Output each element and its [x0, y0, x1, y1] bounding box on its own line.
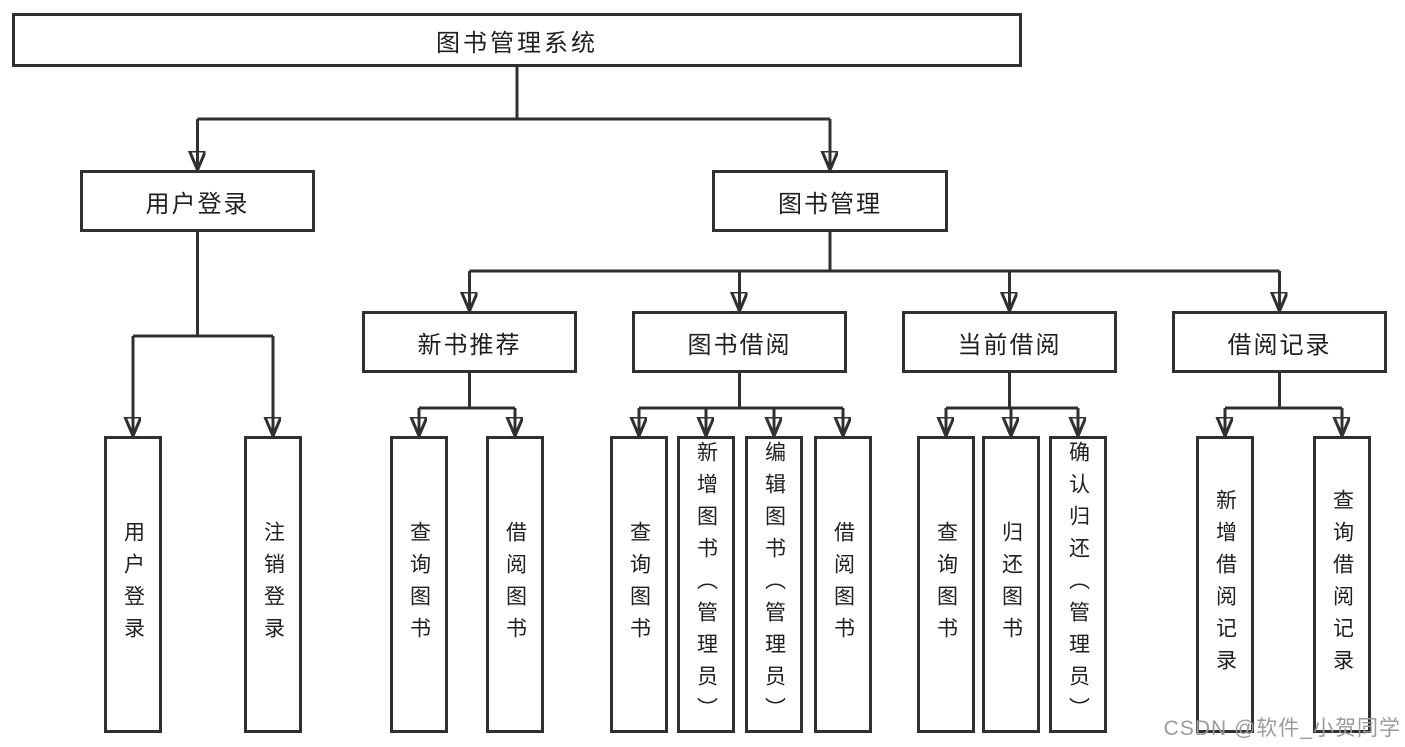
- leaf-logout: 注销登录: [244, 436, 302, 733]
- leaf-add-borrow-record: 新增借阅记录: [1196, 436, 1254, 733]
- connector-borrowing-records-children: [1225, 373, 1342, 436]
- csdn-watermark: CSDN @软件_小贺同学: [1163, 717, 1401, 740]
- node-book-management: 图书管理: [712, 170, 948, 232]
- connector-new-book-recommend-children: [419, 373, 515, 436]
- node-borrowing-records: 借阅记录: [1172, 311, 1387, 373]
- leaf-add-book-admin: 新增图书（管理员）: [677, 436, 735, 733]
- node-current-borrowing: 当前借阅: [902, 311, 1117, 373]
- leaf-edit-book-admin: 编辑图书（管理员）: [745, 436, 803, 733]
- node-user-login: 用户登录: [80, 170, 315, 232]
- leaf-query-borrow-record: 查询借阅记录: [1313, 436, 1371, 733]
- node-book-borrowing: 图书借阅: [632, 311, 847, 373]
- leaf-confirm-return-admin: 确认归还（管理员）: [1049, 436, 1107, 733]
- leaf-query-book-recommend: 查询图书: [390, 436, 448, 733]
- node-new-book-recommend: 新书推荐: [362, 311, 577, 373]
- leaf-return-book: 归还图书: [982, 436, 1040, 733]
- connector-book-management-children: [470, 232, 1280, 311]
- leaf-query-book-borrowing: 查询图书: [610, 436, 668, 733]
- connector-user-login-children: [133, 232, 273, 436]
- leaf-borrow-book-recommend: 借阅图书: [486, 436, 544, 733]
- connector-current-borrowing-children: [946, 373, 1078, 436]
- node-root-system: 图书管理系统: [12, 13, 1022, 67]
- connector-root-to-level2: [198, 67, 831, 170]
- leaf-query-book-current: 查询图书: [917, 436, 975, 733]
- leaf-borrow-book-borrowing: 借阅图书: [814, 436, 872, 733]
- connector-book-borrowing-children: [639, 373, 843, 436]
- leaf-user-login: 用户登录: [104, 436, 162, 733]
